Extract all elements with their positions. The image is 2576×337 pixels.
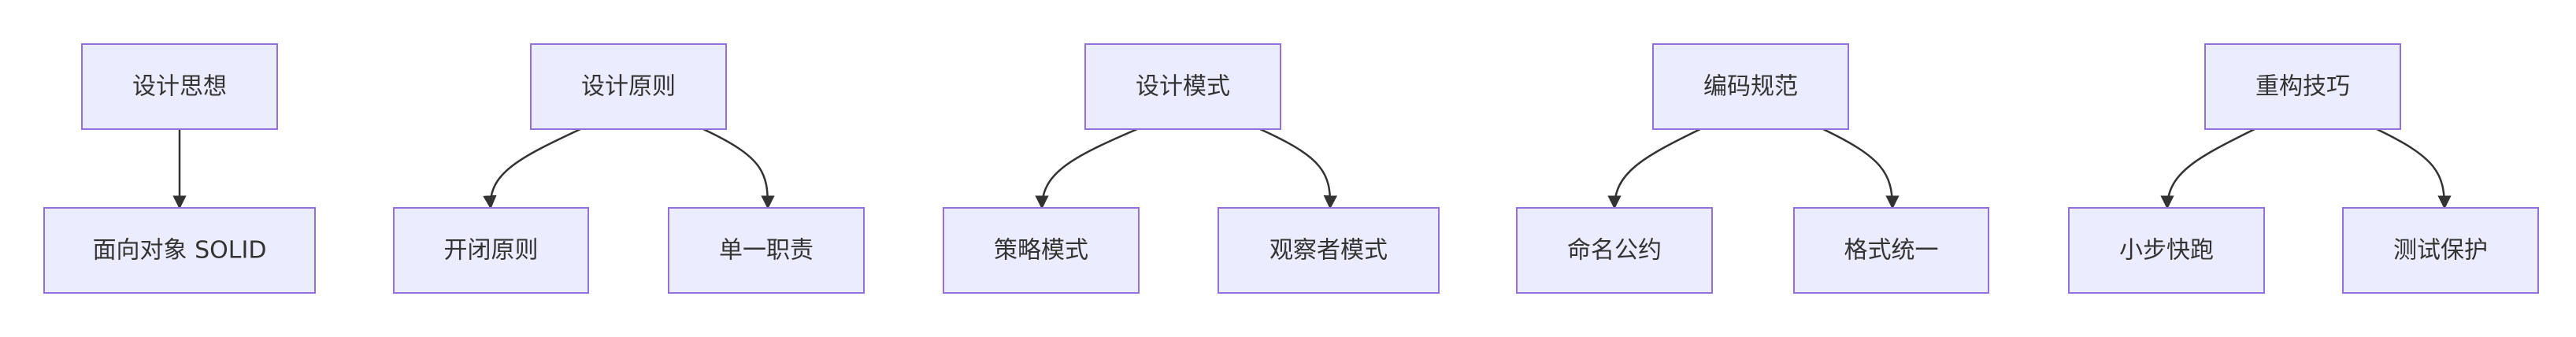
node-label: 设计思想 — [132, 73, 227, 101]
edge-n11-n12 — [2160, 128, 2255, 209]
edge-n8-n9 — [1607, 128, 1701, 209]
node-label: 策略模式 — [994, 237, 1088, 265]
node-refactoring-techniques[interactable]: 重构技巧 — [2204, 43, 2401, 130]
edges — [172, 128, 2452, 209]
node-label: 设计模式 — [1136, 73, 1230, 101]
node-small-steps[interactable]: 小步快跑 — [2068, 207, 2265, 294]
edge-n2-n3 — [483, 128, 581, 209]
node-label: 重构技巧 — [2255, 73, 2350, 101]
node-strategy-pattern[interactable]: 策略模式 — [943, 207, 1140, 294]
node-object-oriented-solid[interactable]: 面向对象 SOLID — [43, 207, 316, 294]
node-observer-pattern[interactable]: 观察者模式 — [1218, 207, 1440, 294]
node-naming-conventions[interactable]: 命名公约 — [1516, 207, 1713, 294]
node-label: 编码规范 — [1703, 73, 1798, 101]
node-label: 单一职责 — [719, 237, 814, 265]
node-label: 开闭原则 — [444, 237, 539, 265]
nodes: 设计思想 面向对象 SOLID 设计原则 开闭原则 单一职责 设计模式 策略模式 — [43, 43, 2539, 294]
node-label: 小步快跑 — [2119, 237, 2214, 265]
node-design-patterns[interactable]: 设计模式 — [1084, 43, 1281, 130]
node-label: 设计原则 — [581, 73, 676, 101]
node-label: 测试保护 — [2393, 237, 2488, 265]
node-test-protection[interactable]: 测试保护 — [2342, 207, 2539, 294]
node-label: 命名公约 — [1567, 237, 1662, 265]
edge-n8-n10 — [1822, 128, 1900, 209]
node-label: 面向对象 SOLID — [93, 237, 267, 265]
node-design-thinking[interactable]: 设计思想 — [81, 43, 278, 130]
node-single-responsibility[interactable]: 单一职责 — [668, 207, 865, 294]
edge-n11-n13 — [2376, 128, 2452, 209]
edge-n2-n4 — [702, 128, 775, 209]
node-open-closed-principle[interactable]: 开闭原则 — [393, 207, 589, 294]
edge-n5-n7 — [1259, 128, 1338, 209]
node-label: 格式统一 — [1844, 237, 1939, 265]
node-label: 观察者模式 — [1269, 237, 1388, 265]
edge-n5-n6 — [1035, 128, 1138, 209]
node-design-principles[interactable]: 设计原则 — [530, 43, 727, 130]
node-coding-standards[interactable]: 编码规范 — [1652, 43, 1849, 130]
node-uniform-formatting[interactable]: 格式统一 — [1793, 207, 1989, 294]
